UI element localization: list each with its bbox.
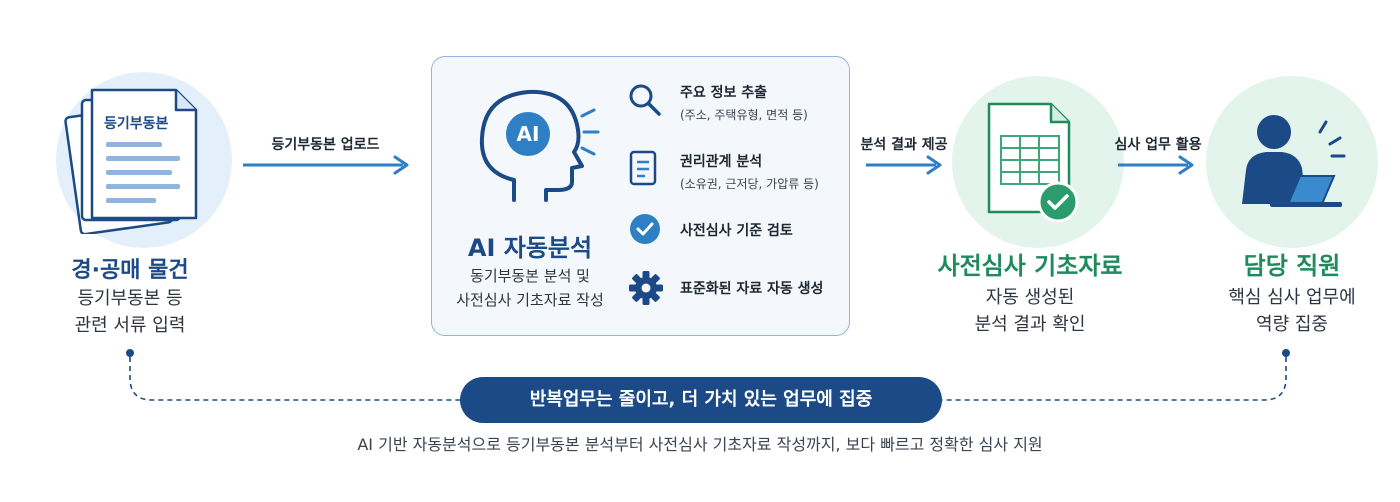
stage3-subtitle-line2: 분석 결과 확인 [974, 314, 1086, 335]
feature2-subtitle: (소유권, 근저당, 가압류 등) [680, 177, 819, 191]
feature3-title: 사전심사 기준 검토 [680, 223, 793, 239]
stage4-title: 담당 직원 [1243, 252, 1341, 280]
person-laptop-icon [1242, 115, 1346, 207]
arrow-right-icon [866, 155, 942, 175]
arrow2-label: 분석 결과 제공 [860, 137, 948, 153]
check-badge-icon [1037, 181, 1079, 223]
stage1-subtitle-line1: 등기부동본 등 [77, 288, 183, 309]
ai-title: AI 자동분석 [467, 234, 593, 262]
search-icon [629, 84, 661, 116]
ai-head-icon [479, 89, 600, 202]
stage4-subtitle-line2: 역량 집중 [1256, 314, 1328, 335]
feature2-title: 권리관계 분석 [680, 154, 763, 170]
arrow-right-icon [1118, 155, 1194, 175]
feature1-subtitle: (주소, 주택유형, 면적 등) [680, 108, 808, 122]
stage1-title: 경·공매 물건 [71, 258, 189, 283]
stage3-subtitle-line1: 자동 생성된 [985, 287, 1075, 308]
stage1-subtitle-line2: 관련 서류 입력 [74, 315, 186, 336]
stage3-title: 사전심사 기초자료 [937, 252, 1123, 280]
stage4-subtitle-line1: 핵심 심사 업무에 [1228, 287, 1356, 308]
gear-icon [629, 271, 663, 305]
ai-subtitle-line1: 동기부동본 분석 및 [470, 267, 590, 285]
footer-caption: AI 기반 자동분석으로 등기부동본 분석부터 사전심사 기초자료 작성까지, … [357, 435, 1043, 454]
documents-icon [64, 88, 198, 234]
arrow1-label: 등기부동본 업로드 [271, 137, 380, 153]
ai-badge: AI [516, 122, 540, 146]
check-circle-icon [630, 214, 660, 244]
ai-subtitle-line2: 사전심사 기초자료 작성 [456, 291, 604, 309]
feature4-title: 표준화된 자료 자동 생성 [680, 281, 824, 297]
arrow3-label: 심사 업무 활용 [1114, 137, 1202, 153]
feature1-title: 주요 정보 추출 [680, 85, 768, 101]
summary-banner: 반복업무는 줄이고, 더 가치 있는 업무에 집중 [460, 377, 942, 423]
arrow-right-icon [243, 155, 409, 175]
document-label: 등기부동본 [104, 116, 169, 132]
document-icon [629, 150, 657, 186]
